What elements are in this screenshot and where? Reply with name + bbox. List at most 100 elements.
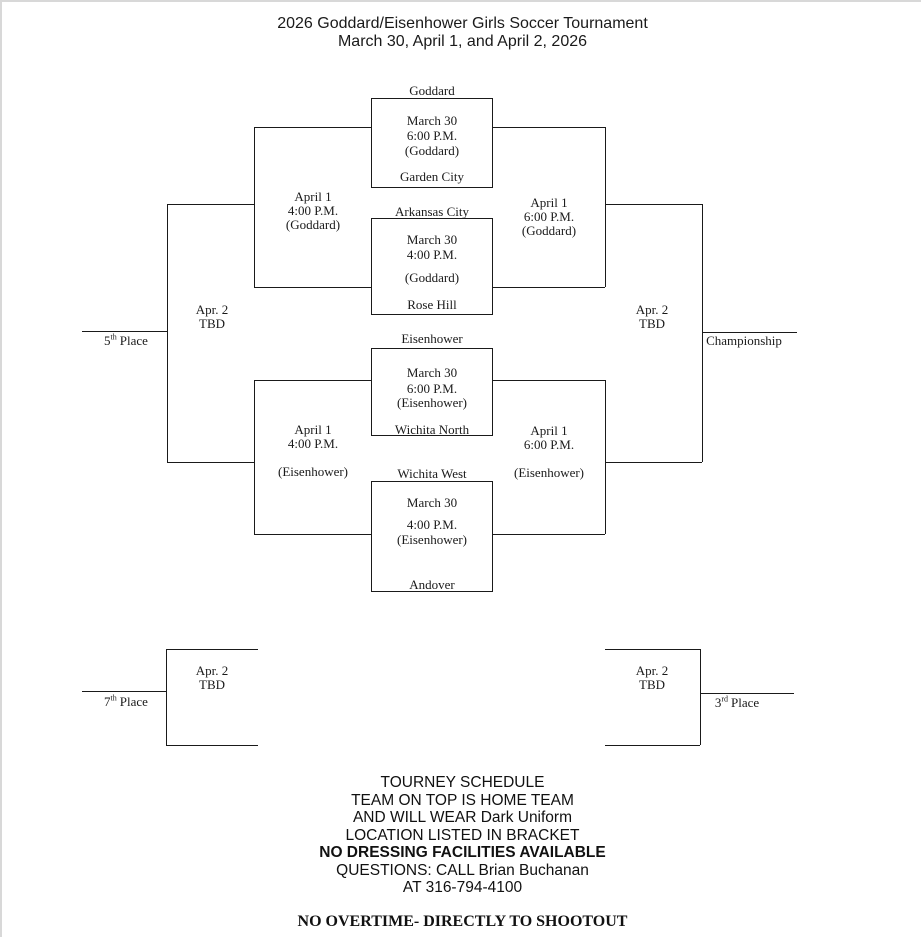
- game-time: TBD: [639, 677, 665, 692]
- title-line-2: March 30, April 1, and April 2, 2026: [337, 33, 588, 50]
- semifinal-location: (Goddard): [521, 223, 577, 238]
- semifinal-left-top-info: April 1 4:00 P.M. (Goddard): [255, 190, 371, 232]
- game2-winner-line-left: [254, 287, 371, 288]
- semifinal-time: 4:00 P.M.: [287, 203, 339, 218]
- game3-away-team: Wichita North: [394, 422, 470, 437]
- game-date: Apr. 2: [195, 302, 229, 317]
- semifinal-time: 4:00 P.M.: [287, 436, 339, 451]
- seventh-place-vertical: [166, 649, 167, 745]
- game2-location: (Goddard): [404, 270, 460, 285]
- fifth-place-game-info: Apr. 2 TBD: [167, 303, 257, 331]
- game1-winner-line-right: [493, 127, 605, 128]
- third-place-bottom-line: [605, 745, 700, 746]
- third-place-game-info: Apr. 2 TBD: [607, 664, 697, 692]
- seventh-place-out-line: [82, 691, 166, 692]
- semifinal-location: (Eisenhower): [513, 465, 585, 480]
- notes-line-4: LOCATION LISTED IN BRACKET: [345, 826, 580, 844]
- game-date: Apr. 2: [635, 663, 669, 678]
- semifinal-right-bottom-info: April 1 6:00 P.M. (Eisenhower): [491, 424, 607, 480]
- third-place-out-line: [700, 693, 794, 694]
- semifinal-left-top-vertical: [254, 127, 255, 287]
- game3-home-team: Eisenhower: [401, 331, 463, 346]
- game4-home-team: Wichita West: [397, 466, 467, 481]
- notes-line-1: TOURNEY SCHEDULE: [380, 774, 545, 791]
- game2-box: [371, 218, 493, 315]
- tourney-notes: TOURNEY SCHEDULE TEAM ON TOP IS HOME TEA…: [2, 774, 921, 897]
- third-place-vertical: [700, 649, 701, 745]
- place-number: 7: [104, 694, 111, 709]
- fifth-place-out-line: [82, 331, 167, 332]
- place-word: Place: [731, 695, 760, 710]
- championship-out-line: [702, 332, 797, 333]
- game1-away-team: Garden City: [400, 169, 464, 184]
- game-date: Apr. 2: [195, 663, 229, 678]
- game4-away-team: Andover: [409, 577, 455, 592]
- third-place-top-line: [605, 649, 700, 650]
- game1-date: March 30: [406, 113, 458, 128]
- place-ordinal: th: [110, 332, 117, 342]
- game1-location: (Goddard): [404, 143, 460, 158]
- semifinal-date: April 1: [530, 195, 568, 210]
- seventh-place-game-info: Apr. 2 TBD: [167, 664, 257, 692]
- notes-line-5: NO DRESSING FACILITIES AVAILABLE: [319, 844, 606, 861]
- game2-home-team: Arkansas City: [394, 204, 470, 219]
- fifth-place-vertical: [167, 204, 168, 462]
- game3-box: [371, 348, 493, 436]
- game4-box: [371, 481, 493, 592]
- semifinal-right-top-out-line: [605, 204, 702, 205]
- game1-home-team: Goddard: [409, 83, 455, 98]
- game-time: TBD: [639, 316, 665, 331]
- championship-game-info: Apr. 2 TBD: [607, 303, 697, 331]
- notes-line-7: AT 316-794-4100: [402, 879, 523, 896]
- semifinal-date: April 1: [294, 189, 332, 204]
- game2-time: 4:00 P.M.: [406, 247, 458, 262]
- semifinal-left-bottom-out-line: [167, 462, 254, 463]
- semifinal-date: April 1: [530, 423, 568, 438]
- game1-winner-line-left: [254, 127, 371, 128]
- game1-box: [371, 98, 493, 188]
- semifinal-left-bottom-info: April 1 4:00 P.M. (Eisenhower): [255, 423, 371, 479]
- game2-winner-line-right: [493, 287, 605, 288]
- semifinal-location: (Eisenhower): [277, 464, 349, 479]
- page-title: 2026 Goddard/Eisenhower Girls Soccer Tou…: [2, 15, 921, 51]
- championship-label: Championship: [706, 333, 782, 348]
- seventh-place-top-line: [166, 649, 258, 650]
- game2-away-team: Rose Hill: [407, 297, 457, 312]
- semifinal-time: 6:00 P.M.: [523, 437, 575, 452]
- semifinal-time: 6:00 P.M.: [523, 209, 575, 224]
- game3-date: March 30: [406, 365, 458, 380]
- notes-line-3: AND WILL WEAR Dark Uniform: [352, 809, 573, 826]
- game4-winner-line-right: [493, 534, 605, 535]
- semifinal-right-top-info: April 1 6:00 P.M. (Goddard): [491, 196, 607, 238]
- semifinal-right-bottom-vertical: [605, 380, 606, 534]
- semifinal-right-bottom-out-line: [605, 462, 702, 463]
- place-word: Place: [119, 694, 148, 709]
- game3-time: 6:00 P.M.: [406, 381, 458, 396]
- semifinal-location: (Goddard): [285, 217, 341, 232]
- game-time: TBD: [199, 316, 225, 331]
- game4-time: 4:00 P.M.: [406, 517, 458, 532]
- game3-location: (Eisenhower): [396, 395, 468, 410]
- place-number: 5: [104, 333, 111, 348]
- semifinal-date: April 1: [294, 422, 332, 437]
- place-ordinal: th: [110, 693, 117, 703]
- game4-location: (Eisenhower): [396, 532, 468, 547]
- title-line-1: 2026 Goddard/Eisenhower Girls Soccer Tou…: [277, 15, 648, 32]
- game1-time: 6:00 P.M.: [406, 128, 458, 143]
- place-ordinal: rd: [721, 694, 728, 704]
- game-date: Apr. 2: [635, 302, 669, 317]
- game3-winner-line-left: [254, 380, 371, 381]
- semifinal-left-bottom-vertical: [254, 380, 255, 534]
- game-time: TBD: [199, 677, 225, 692]
- game2-date: March 30: [406, 232, 458, 247]
- notes-line-6: QUESTIONS: CALL Brian Buchanan: [336, 861, 589, 879]
- game4-date: March 30: [406, 495, 458, 510]
- game4-winner-line-left: [254, 534, 371, 535]
- notes-line-2: TEAM ON TOP IS HOME TEAM: [351, 791, 574, 809]
- seventh-place-bottom-line: [166, 745, 258, 746]
- championship-vertical: [702, 204, 703, 462]
